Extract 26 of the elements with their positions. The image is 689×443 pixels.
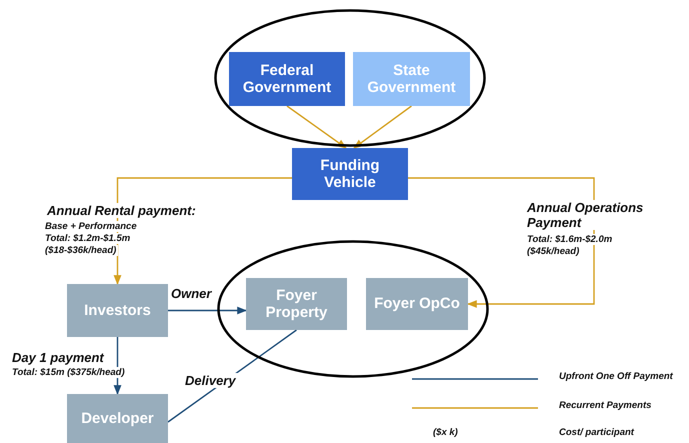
annotation-text: Total: $15m ($375k/head) <box>10 367 127 378</box>
connector-arrow <box>168 306 247 314</box>
annotation-text: ($x k) <box>431 427 460 438</box>
edge-label: Day 1 payment <box>10 350 106 365</box>
annotation-text: ($45k/head) <box>525 246 582 257</box>
entity-box: Funding Vehicle <box>292 148 408 200</box>
entity-box: Investors <box>67 284 168 337</box>
connector-arrow <box>353 105 412 149</box>
group-ellipse <box>214 9 486 147</box>
connector-arrow <box>408 177 595 308</box>
entity-box: Foyer Property <box>246 278 347 330</box>
edge-label: Owner <box>169 286 214 301</box>
edge-label: Annual Rental payment: <box>45 203 198 218</box>
legend-text: Upfront One Off Payment <box>557 371 675 382</box>
entity-box: Developer <box>67 394 168 443</box>
legend-text: Cost/ participant <box>557 427 636 438</box>
annotation-text: Total: $1.2m-$1.5m <box>43 233 132 244</box>
entity-box: State Government <box>353 52 470 106</box>
entity-box: Foyer OpCo <box>366 278 468 330</box>
legend-text: Recurrent Payments <box>557 400 654 411</box>
annotation-text: ($18-$36k/head) <box>43 245 118 256</box>
entity-box: Federal Government <box>229 52 345 106</box>
annotation-text: Total: $1.6m-$2.0m <box>525 234 614 245</box>
edge-label: Delivery <box>183 373 238 388</box>
annotation-text: Base + Performance <box>43 221 139 232</box>
connector-arrow <box>286 105 347 149</box>
